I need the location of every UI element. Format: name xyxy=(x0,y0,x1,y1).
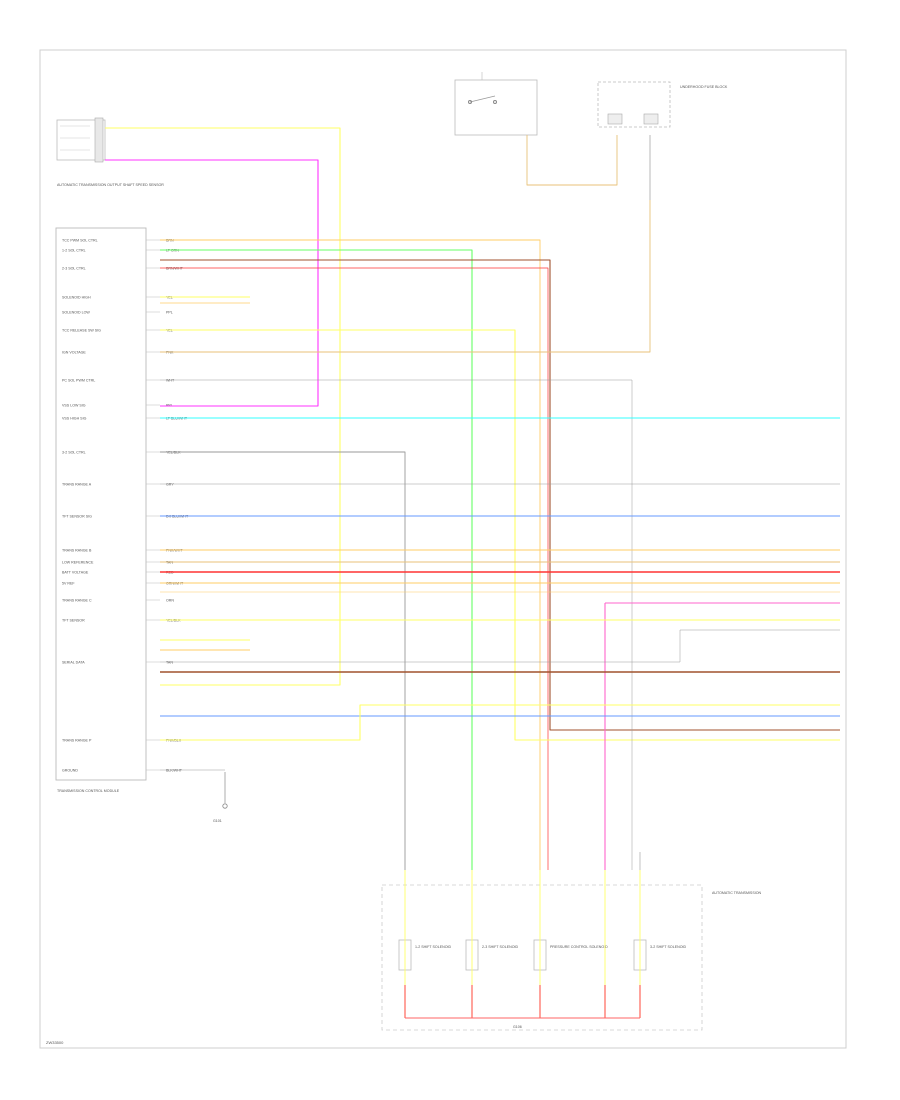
speed-sensor-connector xyxy=(56,117,106,163)
transmission-control-module xyxy=(55,227,147,781)
wire-code: YEL/BLK xyxy=(166,451,181,455)
solenoid-label: 3-2 SHIFT SOLENOID xyxy=(650,945,686,949)
control-module-label: TRANSMISSION CONTROL MODULE xyxy=(57,789,120,793)
pin-label: 5V REF xyxy=(62,582,75,586)
wire xyxy=(160,239,541,870)
pin-label: GROUND xyxy=(62,769,78,773)
wire-code: PPL xyxy=(166,311,173,315)
wire xyxy=(526,135,618,186)
pin-label: TCC PWM SOL CTRL xyxy=(62,239,98,243)
fuse-block-label: UNDERHOOD FUSE BLOCK xyxy=(680,85,728,89)
wire-code: WHT xyxy=(166,379,175,383)
bottom-ground-label: G106 xyxy=(513,1025,522,1029)
solenoid-label: 2-3 SHIFT SOLENOID xyxy=(482,945,518,949)
solenoid-label: PRESSURE CONTROL SOLENOID xyxy=(550,945,608,949)
pin-label: TCC RELEASE SW SIG xyxy=(62,329,101,333)
wire-code: ORN/WHT xyxy=(166,582,184,586)
pin-label: 2-3 SOL CTRL xyxy=(62,267,86,271)
fuse-block xyxy=(597,81,671,128)
wire xyxy=(160,259,840,731)
wire xyxy=(160,249,473,870)
pin-label: TFT SENSOR xyxy=(62,619,85,623)
pin-label: SOLENOID HIGH xyxy=(62,296,91,300)
wire-code: BRN/WHT xyxy=(166,267,184,271)
wire xyxy=(160,200,651,353)
pin-label: TRANS RANGE P xyxy=(62,739,92,743)
figure-id: ZW33500 xyxy=(46,1040,64,1045)
pin-label: IGN VOLTAGE xyxy=(62,351,86,355)
wire xyxy=(160,704,840,741)
pin-label: BATT VOLTAGE xyxy=(62,571,89,575)
wire xyxy=(160,267,549,870)
wire xyxy=(160,629,840,663)
pin-label: SOLENOID LOW xyxy=(62,311,90,315)
wire xyxy=(160,329,840,741)
wire-code: GRY xyxy=(166,483,174,487)
wire-harness xyxy=(105,127,840,1018)
speed-sensor-label: AUTOMATIC TRANSMISSION OUTPUT SHAFT SPEE… xyxy=(57,183,164,187)
pin-label: TRANS RANGE A xyxy=(62,483,92,487)
pin-label: PC SOL PWM CTRL xyxy=(62,379,95,383)
diagram-frame xyxy=(39,49,847,1049)
pin-label: 1-2 SOL CTRL xyxy=(62,249,86,253)
pin-label: 3-2 SOL CTRL xyxy=(62,451,86,455)
wire xyxy=(105,159,319,407)
wire-code: BLK/WHT xyxy=(166,769,183,773)
ignition-switch xyxy=(454,72,538,136)
solenoid-label: 1-2 SHIFT SOLENOID xyxy=(415,945,451,949)
wire-code: TAN xyxy=(166,661,173,665)
automatic-transmission-label: AUTOMATIC TRANSMISSION xyxy=(712,891,762,895)
wire xyxy=(160,379,633,870)
ground-label: G101 xyxy=(213,819,222,823)
automatic-transmission-box xyxy=(381,884,703,1031)
pin-label: VSS LOW SIG xyxy=(62,404,86,408)
wire xyxy=(160,451,406,870)
wire xyxy=(105,127,341,686)
pin-label: TRANS RANGE B xyxy=(62,549,92,553)
pin-label: TFT SENSOR SIG xyxy=(62,515,92,519)
wire-code: ORN xyxy=(166,599,174,603)
solenoid-group: 1-2 SHIFT SOLENOID 2-3 SHIFT SOLENOID PRES… xyxy=(398,939,686,971)
wire-code: BRN xyxy=(166,239,174,243)
pin-label: SERIAL DATA xyxy=(62,661,85,665)
pin-label: TRANS RANGE C xyxy=(62,599,92,603)
pin-label: LOW REFERENCE xyxy=(62,561,94,565)
wire-code: PNK xyxy=(166,351,174,355)
ground-symbol xyxy=(222,772,228,809)
pin-label: VSS HIGH SIG xyxy=(62,417,87,421)
